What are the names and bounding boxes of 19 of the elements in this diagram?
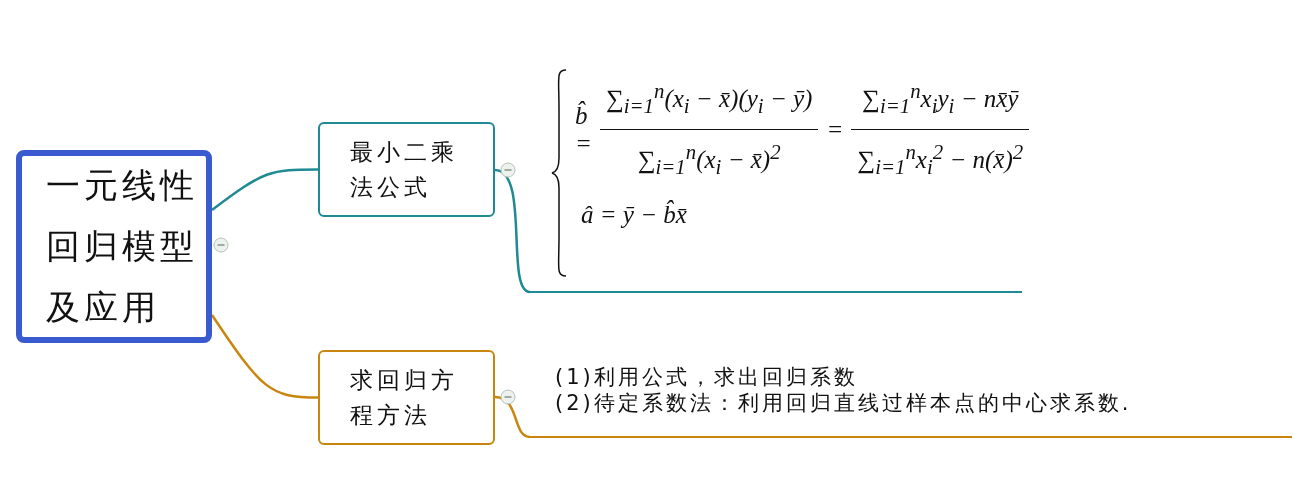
formula-text: b̂ =: [575, 101, 592, 158]
denominator: ∑$_{i=1}$$^{n}$x$_{i}$$^{2}$ − n(x̄)$^{2}$: [857, 145, 1024, 173]
subtopic-box: [318, 122, 495, 217]
topic-text: 最小二乘法公式: [350, 138, 459, 202]
formula-text: â = ȳ − b̂x̄: [581, 201, 687, 229]
subtopic-box: [318, 350, 495, 445]
connector: [210, 314, 319, 399]
connector: [494, 168, 531, 294]
topic-text: 一元线性回归模型及应用: [46, 163, 199, 330]
topic-text: 求回归方程方法: [350, 366, 459, 430]
connector: [494, 395, 531, 439]
numerator: ∑$_{i=1}$$^{n}$(x$_{i}$ − x̄)(y$_{i}$ − ȳ): [605, 85, 813, 113]
method-text: (2)待定系数法：利用回归直线过样本点的中心求系数.: [555, 390, 1132, 417]
method-text: (1)利用公式，求出回归系数: [555, 364, 859, 391]
denominator: ∑$_{i=1}$$^{n}$(x$_{i}$ − x̄)$^{2}$: [637, 145, 781, 173]
root-topic-box: [16, 150, 212, 343]
numerator: ∑$_{i=1}$$^{n}$x$_{i}$y$_{i}$ − nx̄ȳ: [862, 85, 1019, 113]
connector: [211, 168, 318, 211]
equals-sign: =: [826, 115, 844, 144]
